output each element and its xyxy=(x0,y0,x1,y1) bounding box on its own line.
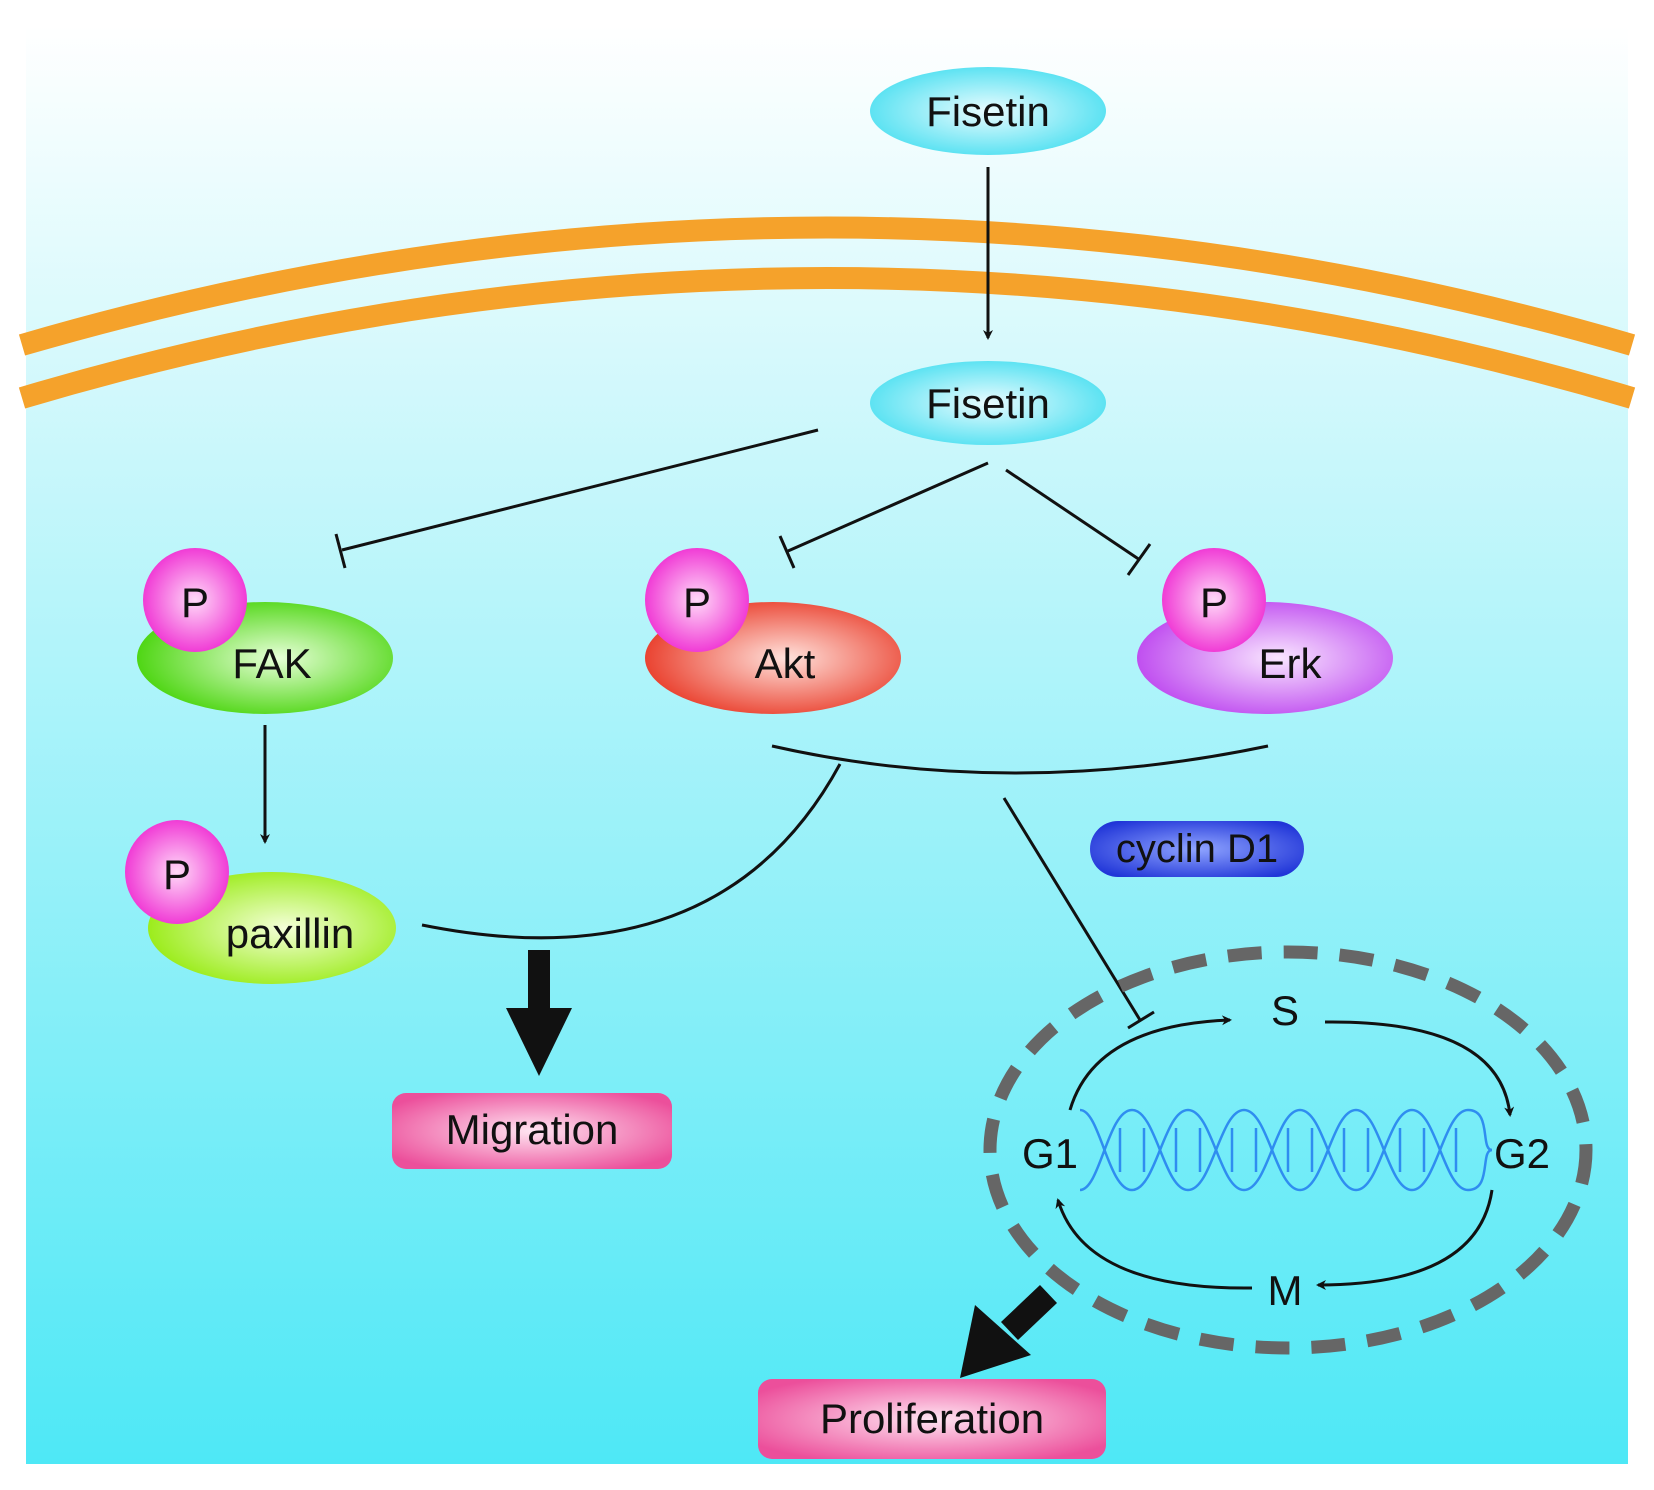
cytoplasm-background xyxy=(26,26,1628,1464)
svg-text:P: P xyxy=(1200,579,1228,626)
cell-membrane-outer xyxy=(18,216,1636,356)
migration-label: Migration xyxy=(446,1106,619,1153)
nucleus-boundary xyxy=(983,945,1593,1355)
cyclin-d1-label: cyclin D1 xyxy=(1116,827,1278,871)
proliferation-box: Proliferation xyxy=(758,1379,1106,1459)
fak-label: FAK xyxy=(232,640,311,687)
erk-phosphate: P xyxy=(1162,548,1266,652)
phase-label-m: M xyxy=(1268,1267,1303,1314)
fisetin-inside-label: Fisetin xyxy=(926,380,1050,427)
svg-text:P: P xyxy=(683,579,711,626)
phase-label-g2: G2 xyxy=(1494,1130,1550,1177)
akt-phosphate: P xyxy=(645,548,749,652)
proliferation-label: Proliferation xyxy=(820,1395,1044,1442)
phase-label-s: S xyxy=(1271,987,1299,1034)
migration-thick-arrow xyxy=(506,950,572,1076)
cell-membrane-inner xyxy=(18,267,1636,409)
dna-helix-icon xyxy=(1079,1108,1493,1192)
fisetin-outside-node: Fisetin xyxy=(870,67,1106,155)
fisetin-inside-node: Fisetin xyxy=(870,361,1106,445)
paxillin-phosphate: P xyxy=(125,820,229,924)
inhibition-to-erk xyxy=(1005,468,1152,576)
migration-box: Migration xyxy=(392,1093,672,1169)
phase-label-g1: G1 xyxy=(1022,1130,1078,1177)
fisetin-outside-label: Fisetin xyxy=(926,88,1050,135)
akt-erk-bracket xyxy=(771,744,1269,775)
cycle-arrow-g2-to-m xyxy=(1316,1189,1494,1290)
fak-phosphate: P xyxy=(143,548,247,652)
cycle-arrow-m-to-g1 xyxy=(1055,1198,1253,1290)
paxillin-label: paxillin xyxy=(226,910,354,957)
cycle-arrow-s-to-g2 xyxy=(1324,1020,1515,1117)
proliferation-thick-arrow xyxy=(960,1285,1057,1378)
cycle-arrow-g1-to-s xyxy=(1068,1015,1232,1111)
akt-label: Akt xyxy=(755,640,816,687)
inhibition-to-fak xyxy=(334,428,819,569)
svg-text:P: P xyxy=(181,579,209,626)
akt-erk-to-migration-curve xyxy=(421,763,842,940)
svg-text:P: P xyxy=(163,851,191,898)
cyclin-d1-node: cyclin D1 xyxy=(1090,821,1304,877)
erk-label: Erk xyxy=(1259,640,1323,687)
inhibition-to-cell-cycle xyxy=(1002,797,1155,1030)
inhibition-to-akt xyxy=(778,461,989,569)
